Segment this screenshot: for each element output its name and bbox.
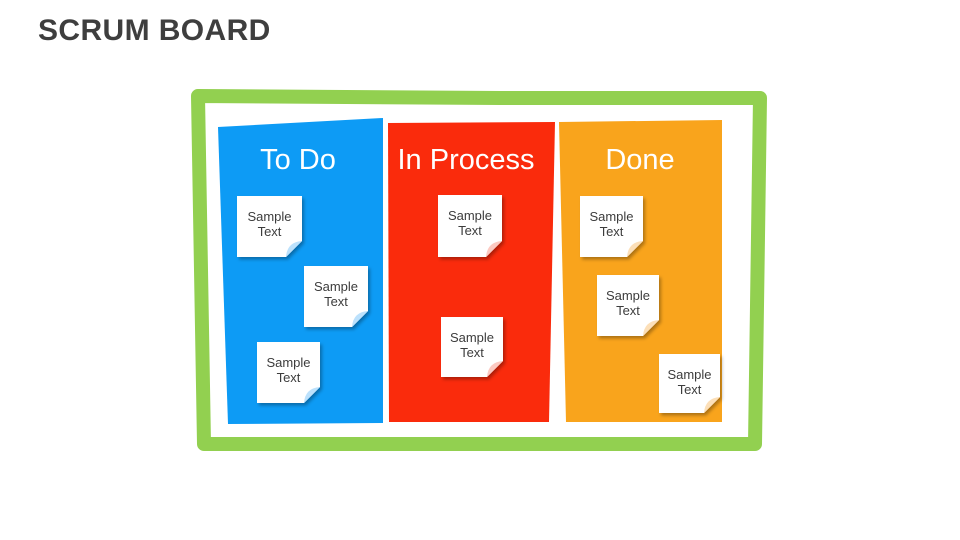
sticky-note: Sample Text xyxy=(438,195,502,257)
note-fold-corner xyxy=(627,241,643,257)
note-text-line2: Text xyxy=(277,370,301,385)
note-text-line2: Text xyxy=(458,223,482,238)
slide-title: SCRUM BOARD xyxy=(38,14,271,47)
column-inprocess-bg xyxy=(388,122,555,422)
sticky-note: Sample Text xyxy=(441,317,503,377)
sticky-note: Sample Text xyxy=(580,196,643,257)
note-paper xyxy=(257,342,320,403)
note-text-line1: Sample xyxy=(667,367,711,382)
note-text-line1: Sample xyxy=(448,208,492,223)
note-text-line1: Sample xyxy=(589,209,633,224)
note-fold-corner xyxy=(486,241,502,257)
note-paper xyxy=(597,275,659,336)
column-todo-header: To Do xyxy=(260,144,336,176)
column-todo: To Do Sample Text Sample Text Sample Tex… xyxy=(218,118,383,424)
note-paper xyxy=(441,317,503,377)
note-paper xyxy=(659,354,720,413)
note-paper xyxy=(580,196,643,257)
board-frame xyxy=(191,89,767,451)
note-fold-corner xyxy=(487,361,503,377)
sticky-note: Sample Text xyxy=(597,275,659,336)
note-paper xyxy=(304,266,368,327)
note-text-line1: Sample xyxy=(314,279,358,294)
note-paper xyxy=(438,195,502,257)
column-inprocess-header: In Process xyxy=(398,144,535,176)
note-text-line2: Text xyxy=(460,345,484,360)
note-paper xyxy=(237,196,302,257)
note-fold-corner xyxy=(352,311,368,327)
column-inprocess: In Process Sample Text Sample Text xyxy=(388,122,555,422)
note-text-line1: Sample xyxy=(450,330,494,345)
note-text-line2: Text xyxy=(324,294,348,309)
note-text-line1: Sample xyxy=(247,209,291,224)
column-done: Done Sample Text Sample Text Sample Text xyxy=(559,120,722,422)
column-done-bg xyxy=(559,120,722,422)
sticky-note: Sample Text xyxy=(237,196,302,257)
note-text-line2: Text xyxy=(600,224,624,239)
note-text-line2: Text xyxy=(616,303,640,318)
sticky-note: Sample Text xyxy=(659,354,720,413)
note-text-line2: Text xyxy=(258,224,282,239)
note-fold-corner xyxy=(704,397,720,413)
note-text-line1: Sample xyxy=(266,355,310,370)
note-fold-corner xyxy=(643,320,659,336)
note-text-line1: Sample xyxy=(606,288,650,303)
column-done-header: Done xyxy=(605,144,674,176)
sticky-note: Sample Text xyxy=(257,342,320,403)
note-fold-corner xyxy=(286,241,302,257)
sticky-note: Sample Text xyxy=(304,266,368,327)
note-text-line2: Text xyxy=(678,382,702,397)
note-fold-corner xyxy=(304,387,320,403)
